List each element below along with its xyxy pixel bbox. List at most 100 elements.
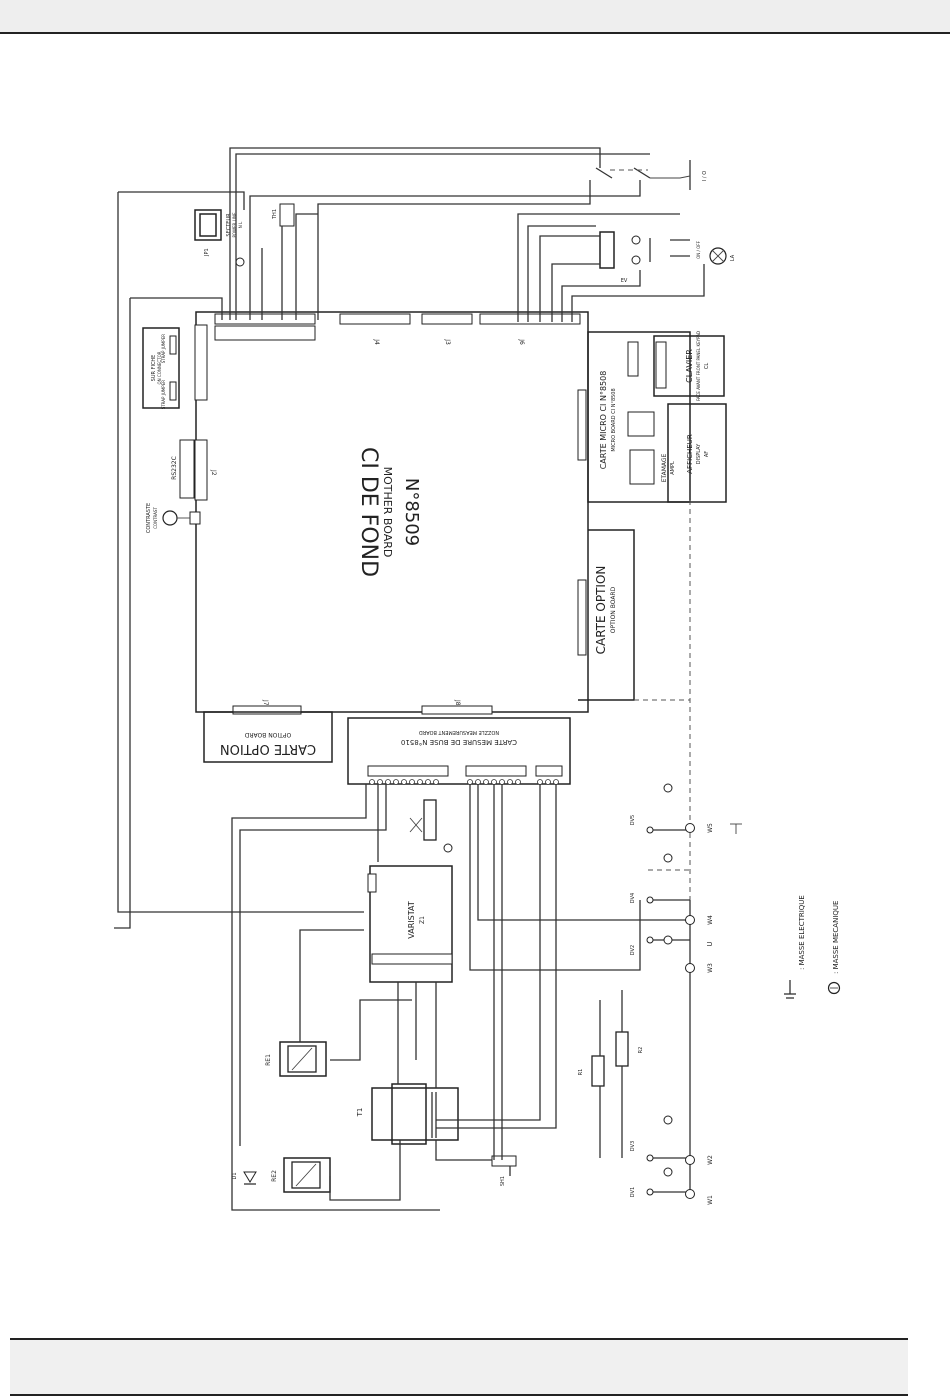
thermal-fuse: TH1 bbox=[272, 203, 295, 227]
legend-mechanical-text: : MASSE MECANIQUE bbox=[832, 901, 840, 974]
display-ref: AF bbox=[704, 451, 710, 457]
connector-j2 bbox=[194, 439, 208, 501]
chassis-ground-icon bbox=[443, 843, 453, 853]
chassis-ground-icon bbox=[663, 1115, 673, 1125]
rs232-label: RS232C bbox=[171, 456, 178, 480]
measure-subtitle: NOZZLE MEASUREMENT BOARD bbox=[419, 729, 499, 735]
straps-title: SUR FICHE bbox=[151, 355, 157, 382]
capacitor-x bbox=[409, 799, 437, 841]
connector-j8 bbox=[421, 705, 493, 715]
pedal-switch: ON / OFF bbox=[670, 239, 701, 259]
j3-label: J3 bbox=[444, 338, 451, 345]
w1-label: W1 bbox=[707, 1195, 714, 1205]
micro-board: CARTE MICRO CI N°8508 MICRO BOARD CI N°8… bbox=[587, 331, 691, 503]
micro-subtitle: MICRO BOARD CI N°8508 bbox=[611, 388, 617, 451]
keypad-ref: CL bbox=[704, 363, 710, 369]
mains-pins: N L bbox=[238, 221, 243, 228]
measure-connector-a bbox=[367, 765, 449, 777]
dv5-label: DV5 bbox=[630, 815, 636, 825]
transformer-t1: T1 bbox=[356, 1083, 459, 1145]
diode-d1: D1 bbox=[232, 1171, 257, 1185]
page-header-bar bbox=[0, 0, 950, 34]
main-switch: I / O bbox=[595, 160, 708, 190]
varistat: VARISTAT Z1 bbox=[367, 865, 453, 983]
socket-w4: W4 DV4 bbox=[630, 893, 714, 925]
keypad-subtitle: FACE AVANT FRONT PANEL KEYPAD bbox=[696, 331, 701, 401]
connector-j5 bbox=[214, 313, 316, 341]
nozzle-measurement-board: CARTE MESURE DE BUSE N°8510 NOZZLE MEASU… bbox=[347, 717, 571, 785]
jp1-label: JP1 bbox=[204, 248, 210, 257]
display-board: AFFICHEUR DISPLAY AF bbox=[667, 403, 727, 503]
socket-w3: W3 DV2 bbox=[630, 936, 714, 973]
board-title: CI DE FOND bbox=[356, 447, 381, 577]
mains-inlet: SECTEUR POWER LINE N L JP1 bbox=[194, 209, 245, 267]
socket-w5: W5 DV5 bbox=[630, 815, 714, 834]
switch-label: I / O bbox=[702, 171, 708, 181]
micro-title: CARTE MICRO CI N°8508 bbox=[599, 371, 608, 470]
contrast-title: CONTRASTE bbox=[146, 503, 152, 533]
strap2-label: STRAP JUMPER bbox=[161, 380, 166, 410]
thermal-label: TH1 bbox=[272, 209, 278, 220]
indicator-lamp: LA bbox=[709, 247, 736, 265]
legend-item-mechanical-ground: : MASSE MECANIQUE bbox=[827, 901, 841, 995]
connector-j1 bbox=[194, 324, 208, 401]
board-subtitle: MOTHER BOARD bbox=[381, 467, 394, 558]
legend-item-electrical-ground: : MASSE ELECTRIQUE bbox=[784, 895, 806, 999]
ground-icon bbox=[730, 823, 742, 834]
j8-label: J8 bbox=[454, 699, 461, 706]
shunt-label: SH1 bbox=[500, 1176, 506, 1186]
measure-connector-b bbox=[465, 765, 527, 777]
r2-label: R2 bbox=[638, 1047, 644, 1054]
resistor-r1: R1 bbox=[578, 1055, 605, 1087]
connector-j3: J3 bbox=[421, 313, 473, 345]
option-lower-subtitle: OPTION BOARD bbox=[244, 731, 291, 738]
j6-label: J6 bbox=[518, 338, 525, 345]
mother-board: CI DE FOND MOTHER BOARD N°8509 J4 J3 J6 … bbox=[194, 311, 589, 715]
chassis-ground-icon bbox=[663, 853, 673, 863]
relay-re1: RE1 bbox=[265, 1041, 327, 1077]
ground-symbols bbox=[443, 783, 742, 1177]
display-subtitle: DISPLAY bbox=[696, 443, 702, 464]
pedal-label: ON / OFF bbox=[696, 240, 701, 258]
dv4-label: DV4 bbox=[630, 893, 636, 903]
varistat-title: VARISTAT bbox=[407, 901, 416, 939]
dv3-label: DV3 bbox=[630, 1141, 636, 1151]
option-right-title: CARTE OPTION bbox=[594, 566, 608, 655]
straps-subtitle: ON CONNECTOR bbox=[157, 351, 162, 384]
w3-label: W3 bbox=[707, 963, 714, 973]
chassis-ground-icon bbox=[663, 935, 673, 945]
wires bbox=[114, 147, 705, 1211]
measure-title: CARTE MESURE DE BUSE N°8510 bbox=[401, 738, 517, 746]
valve-coil: EV bbox=[599, 231, 651, 284]
jumper-block: SUR FICHE ON CONNECTOR STRAP JUMPER STRA… bbox=[142, 327, 180, 410]
diode-label: D1 bbox=[232, 1172, 238, 1179]
output-sockets: W1 DV1 W2 DV3 W3 DV2 W4 DV4 W5 DV5 bbox=[630, 815, 714, 1205]
relay2-label: RE2 bbox=[271, 1170, 278, 1182]
relay1-label: RE1 bbox=[265, 1054, 272, 1066]
keypad-title: CLAVIER bbox=[685, 349, 694, 383]
socket-w2: W2 DV3 bbox=[630, 1141, 714, 1165]
chassis-ground-icon bbox=[663, 783, 673, 793]
option-board-right: CARTE OPTION OPTION BOARD bbox=[578, 529, 635, 701]
lamp-label: LA bbox=[730, 254, 736, 261]
resistor-r2: R2 bbox=[615, 1031, 644, 1067]
contrast-potentiometer: CONTRASTE CONTRAST bbox=[146, 503, 201, 533]
dv1-label: DV1 bbox=[630, 1187, 636, 1197]
option-lower-title: CARTE OPTION bbox=[220, 741, 316, 756]
rs232-port: RS232C bbox=[171, 439, 195, 499]
j7-label: J7 bbox=[262, 699, 269, 706]
tinning-label: ETAMAGE bbox=[661, 453, 668, 482]
connector-j10 bbox=[577, 579, 587, 656]
mains-subtitle: POWER LINE bbox=[232, 212, 237, 237]
socket-w1: W1 DV1 bbox=[630, 1187, 714, 1205]
tinning-sub: AMPL bbox=[670, 461, 676, 475]
connector-j4: J4 bbox=[339, 313, 411, 345]
varistat-ref: Z1 bbox=[419, 916, 426, 924]
voltage-u-label: U bbox=[706, 941, 714, 946]
connector-j7 bbox=[232, 705, 302, 715]
w2-label: W2 bbox=[707, 1155, 714, 1165]
legend-electrical-text: : MASSE ELECTRIQUE bbox=[798, 895, 806, 970]
display-title: AFFICHEUR bbox=[686, 434, 694, 474]
legend: : MASSE ELECTRIQUE : MASSE MECANIQUE bbox=[784, 895, 841, 999]
